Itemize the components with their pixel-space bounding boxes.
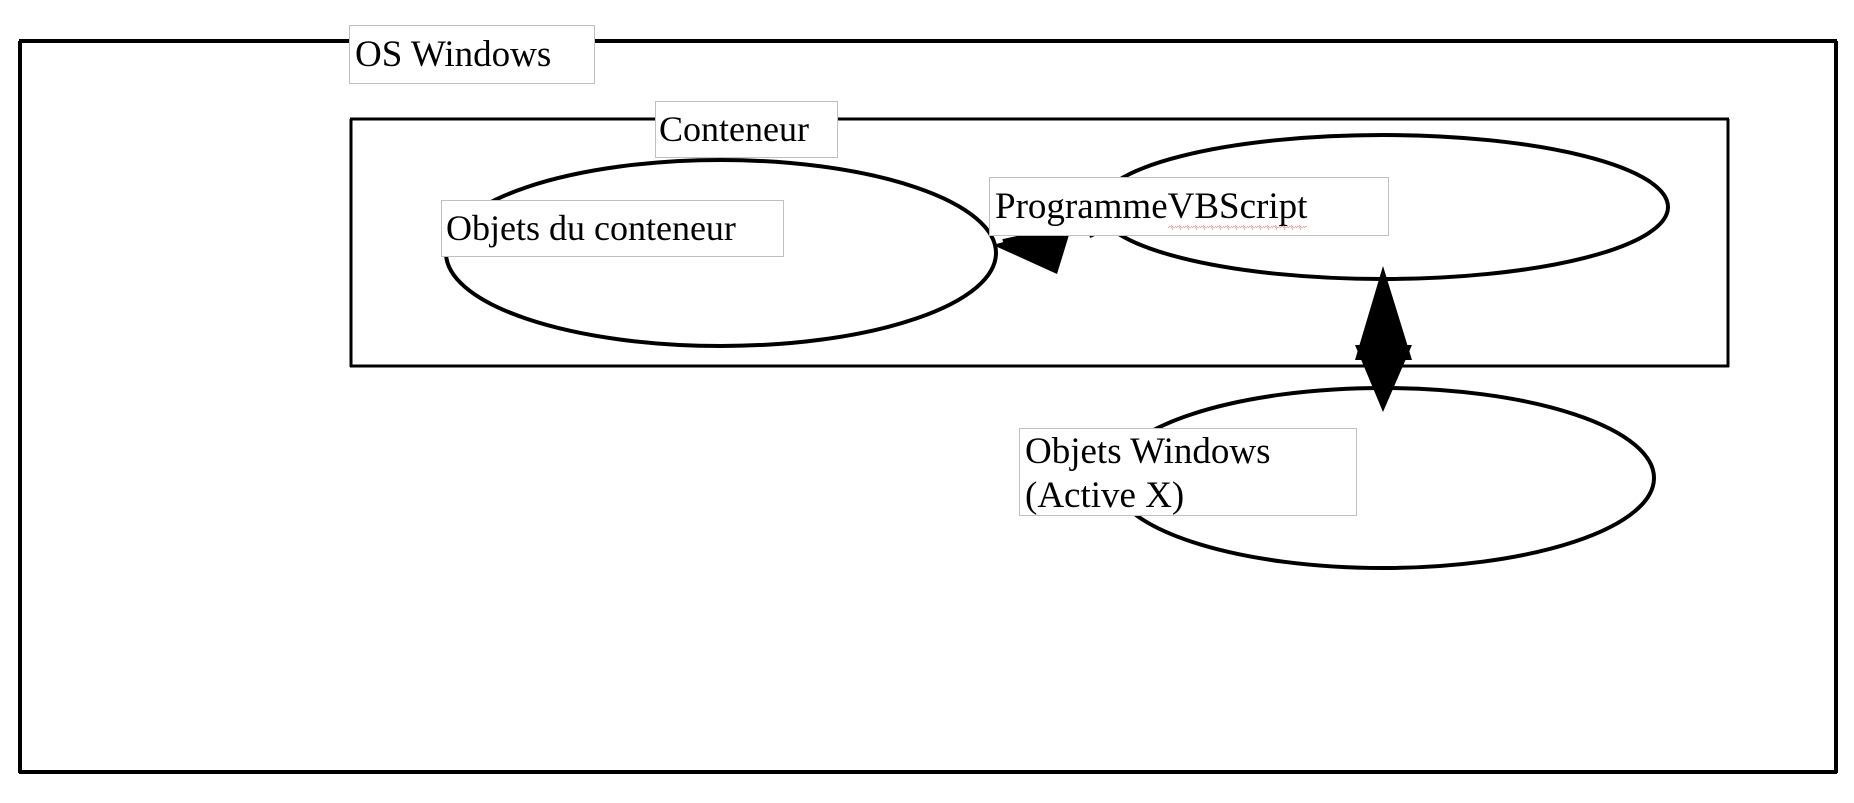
frame-label-conteneur: Conteneur — [655, 101, 838, 158]
connector-vbscript-activex-double-arrow — [1355, 266, 1412, 412]
node-label-programme-vbscript: Programme VBScript — [989, 177, 1389, 236]
node-label-programme-vbscript-misspelled-word: VBScript — [1167, 185, 1308, 230]
frame-label-conteneur-text: Conteneur — [659, 109, 809, 150]
node-label-objets-du-conteneur: Objets du conteneur — [441, 200, 784, 257]
node-label-objets-du-conteneur-text: Objets du conteneur — [446, 208, 736, 249]
outer-frame-os-windows — [18, 39, 1838, 774]
frame-label-os-windows-text: OS Windows — [355, 33, 552, 75]
node-label-objets-windows-activex-text: Objets Windows (Active X) — [1025, 431, 1271, 516]
frame-label-os-windows: OS Windows — [349, 25, 595, 84]
node-label-programme-vbscript-prefix: Programme — [995, 185, 1168, 227]
node-label-objets-windows-activex: Objets Windows (Active X) — [1019, 428, 1357, 516]
